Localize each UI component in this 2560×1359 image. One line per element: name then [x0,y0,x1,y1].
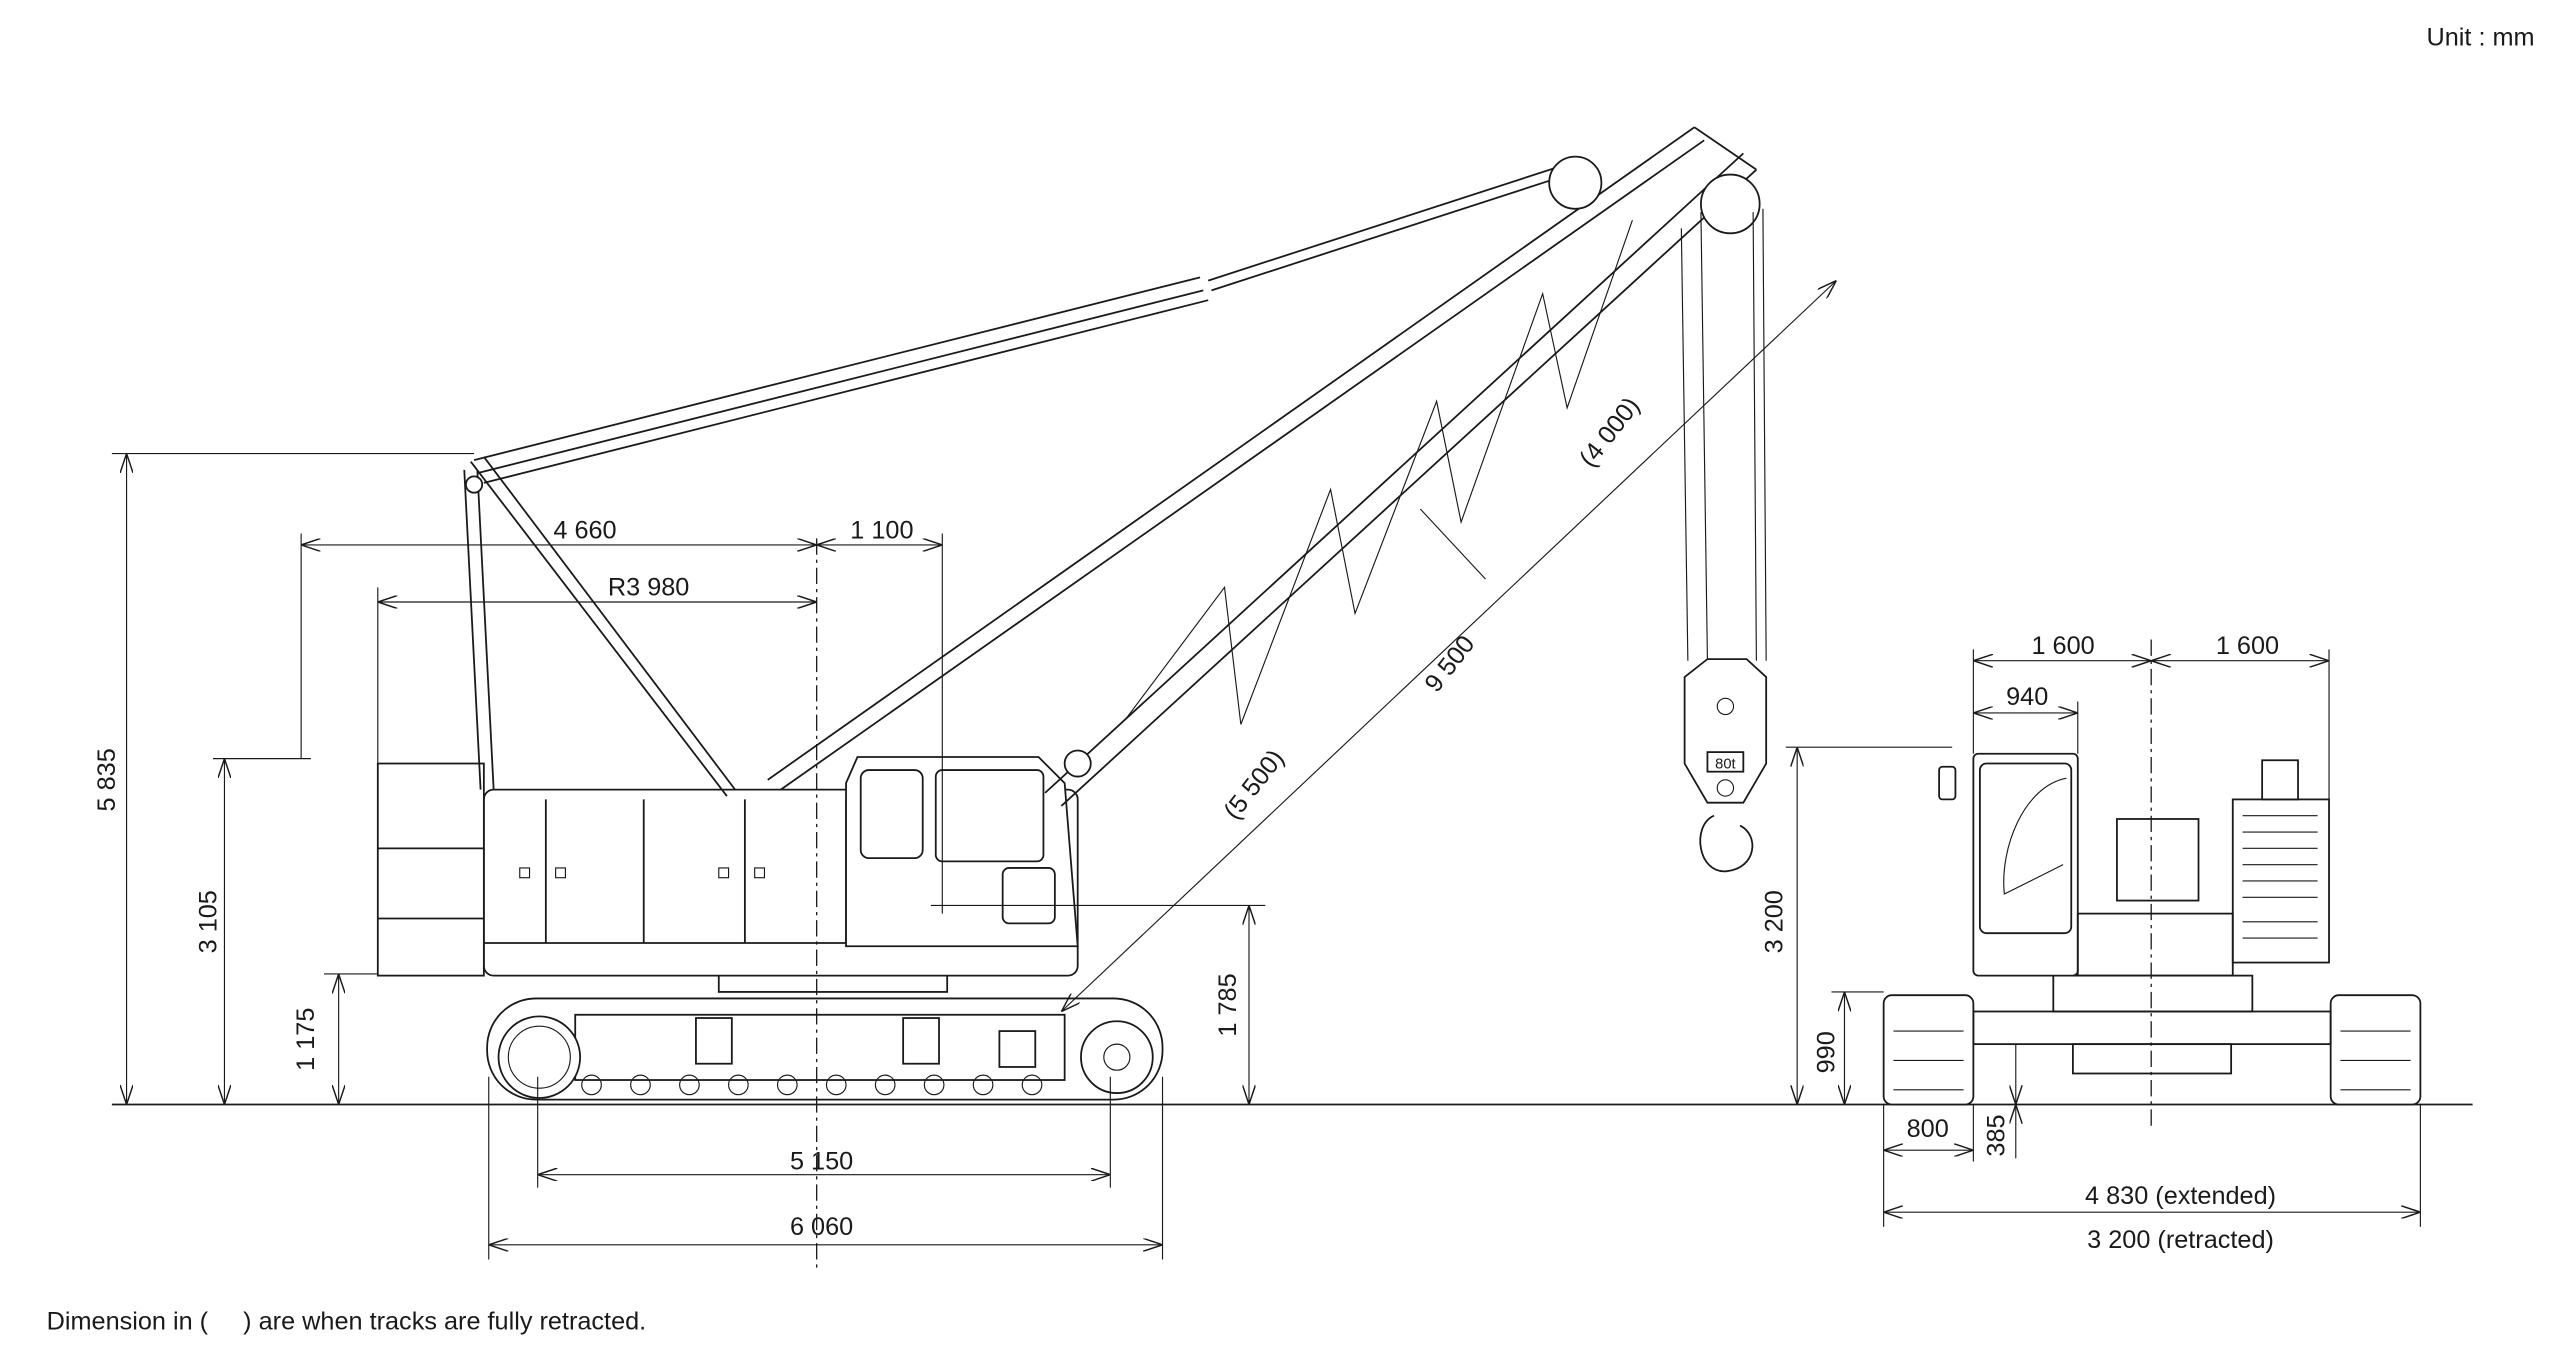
dim-counterweight-clearance: 1 175 [292,1008,320,1071]
dim-boom-foot-height: 1 785 [1214,973,1242,1036]
dim-boom-foot-offset: 1 100 [850,516,913,544]
dim-half-width-left: 1 600 [2031,632,2094,660]
footnote: Dimension in ( ) are when tracks are ful… [47,1308,647,1336]
dim-boom-top-retracted: (4 000) [1574,392,1645,472]
dim-gantry-height: 3 105 [194,890,222,953]
dim-crawler-height: 990 [1813,1031,1841,1073]
front-view-dimensions: 1 600 1 600 940 3 200 990 385 800 4 830 … [1760,632,2421,1254]
dim-front-height: 3 200 [1760,890,1788,953]
hook-icon [1699,814,1754,873]
dim-width-extended: 4 830 (extended) [2085,1182,2276,1210]
dim-crawler-length: 6 060 [790,1213,853,1241]
dim-width-retracted: 3 200 (retracted) [2087,1226,2274,1254]
dim-tumbler-center: 5 150 [790,1148,853,1176]
dim-shoe-width: 800 [1907,1115,1949,1143]
side-view-crane: 80t [376,126,1768,1273]
unit-label: Unit : mm [2426,24,2534,52]
hook-capacity-label: 80t [1715,756,1735,772]
hook-block [1683,658,1768,804]
dim-boom-base-retracted: (5 500) [1218,745,1289,825]
dim-tail-swing-radius: R3 980 [608,573,689,601]
dim-overall-height: 5 835 [93,748,121,811]
dim-boom-length: 9 500 [1419,630,1480,697]
front-view-crane [1882,639,2422,1126]
dim-ground-clearance: 385 [1982,1114,2010,1156]
dim-cab-width: 940 [2006,683,2048,711]
dim-gantry-to-center: 4 660 [553,516,616,544]
dim-half-width-right: 1 600 [2216,632,2279,660]
